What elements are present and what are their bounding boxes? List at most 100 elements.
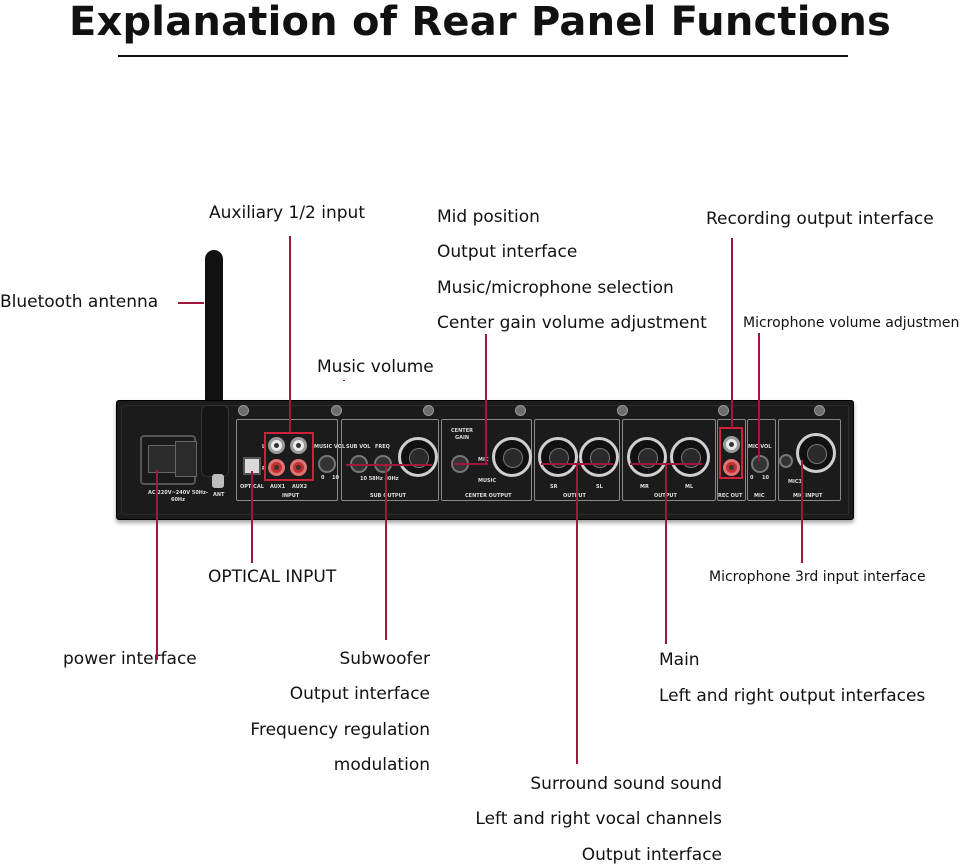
section-main-output <box>622 419 716 501</box>
music-vol-label: MUSIC VOL <box>314 444 346 450</box>
callout-line-subwoofer-h <box>346 464 432 466</box>
callout-line-main <box>665 464 667 644</box>
callout-line-optical <box>251 471 253 563</box>
surround-output-label: OUTPUT <box>563 493 586 499</box>
aux2-right-jack <box>290 459 307 476</box>
section-input <box>236 419 338 501</box>
section-sub-output <box>341 419 439 501</box>
mic-input-label: MIC INPUT <box>793 493 823 499</box>
callout-line-music-volume <box>343 380 345 381</box>
center-gain-label: CENTER GAIN <box>451 428 473 441</box>
input-l-label: L <box>262 444 266 450</box>
callout-line-main-h <box>630 463 702 465</box>
label-microphone-3rd-input: Microphone 3rd input interface <box>709 569 926 585</box>
sub-output-label: SUB OUTPUT <box>370 493 407 499</box>
callout-line-center-gain <box>485 334 487 464</box>
screw <box>515 405 526 416</box>
sl-label: SL <box>596 484 603 490</box>
callout-line-center-gain-h <box>454 463 488 465</box>
label-surround-output: Output interface <box>581 845 722 865</box>
ml-label: ML <box>685 484 694 490</box>
section-mic-input <box>778 419 841 501</box>
screw <box>423 405 434 416</box>
callout-line-mic3 <box>801 460 803 563</box>
surround-right-jack <box>538 437 578 477</box>
freq-label: FREQ <box>375 444 390 450</box>
input-section-label: INPUT <box>282 493 300 499</box>
rec-out-highlight <box>719 427 743 479</box>
label-mid-position: Mid position <box>437 207 540 227</box>
center-output-jack <box>492 437 532 477</box>
label-optical-input: OPTICAL INPUT <box>208 567 337 587</box>
screw <box>238 405 249 416</box>
fuse-holder <box>175 441 197 477</box>
sr-label: SR <box>550 484 558 490</box>
label-frequency-regulation: Frequency regulation <box>250 720 430 740</box>
label-auxiliary-input: Auxiliary 1/2 input <box>209 203 365 223</box>
music-vol-min: 0 <box>321 475 325 481</box>
screw <box>617 405 628 416</box>
mic-vol-min: 0 <box>750 475 754 481</box>
aux1-right-jack <box>268 459 285 476</box>
label-mid-output: Output interface <box>437 242 578 262</box>
callout-line-bluetooth <box>178 302 204 304</box>
music-volume-knob <box>318 455 336 473</box>
label-center-gain: Center gain volume adjustment <box>437 313 707 333</box>
callout-line-subwoofer <box>385 465 387 640</box>
label-music-volume: Music volume <box>317 357 434 377</box>
screw <box>718 405 729 416</box>
callout-line-mic-volume <box>758 333 760 461</box>
label-main: Main <box>659 650 700 670</box>
screw <box>814 405 825 416</box>
mic-section-label: MIC <box>754 493 765 499</box>
label-subwoofer-output: Output interface <box>289 684 430 704</box>
sub-vol-label: SUB VOL <box>346 444 371 450</box>
input-r-label: R <box>262 466 266 472</box>
aux1-left-jack <box>268 437 285 454</box>
aux-input-highlight <box>264 432 314 481</box>
label-surround-channels: Left and right vocal channels <box>475 809 722 829</box>
center-output-label: CENTER OUTPUT <box>465 493 512 499</box>
bluetooth-antenna <box>205 250 223 415</box>
sub-output-jack <box>398 437 438 477</box>
center-mic-label: MIC <box>478 457 489 463</box>
label-bluetooth-antenna: Bluetooth antenna <box>0 292 159 312</box>
label-power-interface: power interface <box>63 649 197 669</box>
music-vol-max: 10 <box>332 475 339 481</box>
label-mid-selection: Music/microphone selection <box>437 278 674 298</box>
label-microphone-volume: Microphone volume adjustment <box>743 315 960 331</box>
screw <box>331 405 342 416</box>
title-underline <box>118 55 848 57</box>
callout-line-surround-h <box>541 463 613 465</box>
label-subwoofer: Subwoofer <box>339 649 431 669</box>
antenna-connector <box>212 474 224 488</box>
page-title: Explanation of Rear Panel Functions <box>68 0 892 45</box>
main-right-jack <box>627 437 667 477</box>
power-rating: AC 220V~240V 50Hz-60Hz <box>148 490 208 503</box>
callout-line-recording <box>731 238 733 428</box>
callout-line-auxiliary <box>289 236 291 432</box>
main-left-jack <box>670 437 710 477</box>
ant-label: ANT <box>213 492 225 498</box>
mic3-gain-knob <box>779 454 793 468</box>
aux2-left-jack <box>290 437 307 454</box>
mr-label: MR <box>640 484 649 490</box>
rec-out-right-jack <box>723 459 740 476</box>
rec-out-left-jack <box>723 436 740 453</box>
center-music-label: MUSIC <box>478 478 497 484</box>
callout-line-power <box>156 470 158 660</box>
label-surround: Surround sound sound <box>530 774 722 794</box>
aux2-label: AUX2 <box>292 484 308 490</box>
surround-left-jack <box>579 437 619 477</box>
aux1-label: AUX1 <box>270 484 286 490</box>
freq-range-label: 10 58Hz 80Hz <box>360 476 399 482</box>
rec-out-label: REC OUT <box>718 493 743 499</box>
callout-line-surround <box>576 464 578 764</box>
label-recording-output: Recording output interface <box>706 209 934 229</box>
mic-vol-max: 10 <box>762 475 769 481</box>
antenna-base <box>201 405 229 477</box>
label-main-output: Left and right output interfaces <box>659 686 926 706</box>
section-mic-vol <box>747 419 776 501</box>
label-modulation: modulation <box>333 755 430 775</box>
mic3-label: MIC3 <box>788 479 802 485</box>
